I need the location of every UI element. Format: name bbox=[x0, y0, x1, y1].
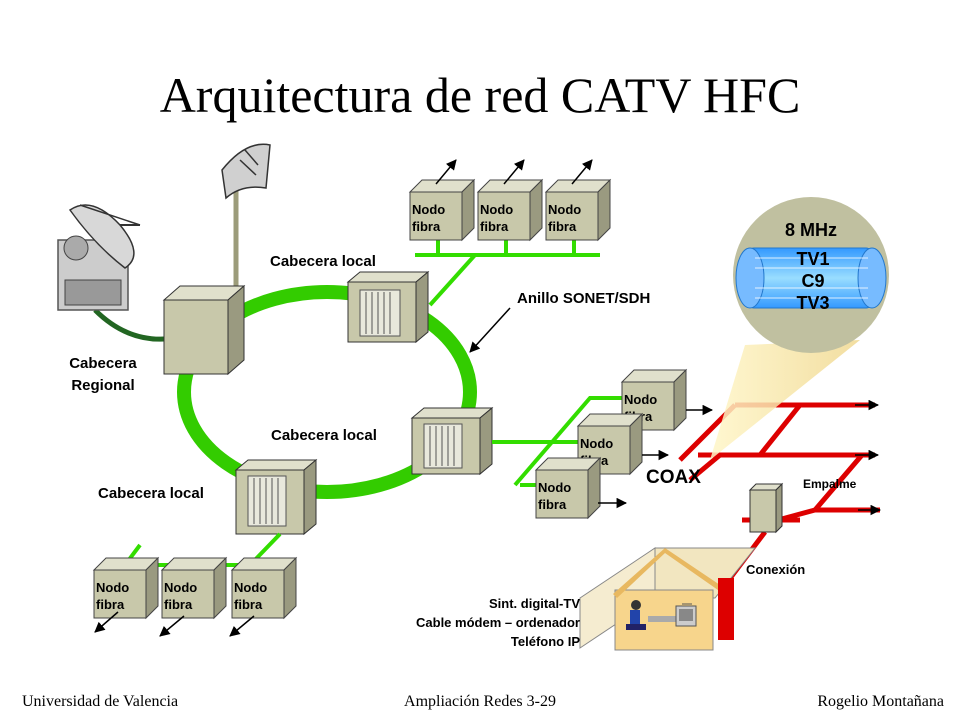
fiber-node-label-line2: fibra bbox=[548, 219, 577, 234]
coax-label: COAX bbox=[646, 467, 701, 488]
fiber-node-2: Nodo fibra bbox=[476, 178, 544, 242]
fiber-node-label-line2: fibra bbox=[412, 219, 441, 234]
frequency-label: 8 MHz bbox=[785, 220, 837, 240]
regional-label-line2: Regional bbox=[71, 377, 134, 394]
connection-label: Conexión bbox=[746, 562, 805, 577]
local-headend-bottom bbox=[234, 458, 318, 536]
fiber-node-6: Nodo fibra bbox=[534, 456, 602, 520]
fiber-node-label-line2: fibra bbox=[480, 219, 509, 234]
microwave-antenna-icon bbox=[221, 143, 271, 300]
frequency-bubble bbox=[710, 197, 889, 460]
local-headend-middle bbox=[410, 406, 494, 476]
local-label-top: Cabecera local bbox=[270, 253, 376, 270]
fiber-nodes: NodofibraNodofibraNodofibraNodofibraNodo… bbox=[92, 178, 688, 620]
footer-left: Universidad de Valencia bbox=[22, 693, 178, 710]
fiber-node-label-line1: Nodo bbox=[624, 392, 657, 407]
fiber-node-label-line2: fibra bbox=[96, 597, 125, 612]
page-title: Arquitectura de red CATV HFC bbox=[160, 67, 801, 123]
footer-center: Ampliación Redes 3-29 bbox=[404, 693, 556, 710]
fiber-node-label-line2: fibra bbox=[164, 597, 193, 612]
fiber-node-label-line1: Nodo bbox=[548, 202, 581, 217]
diagram-labels: Cabecera Regional Cabecera local Cabecer… bbox=[69, 220, 856, 649]
fiber-node-1: Nodo fibra bbox=[408, 178, 476, 242]
channel-3: TV3 bbox=[796, 293, 829, 313]
service-3: Teléfono IP bbox=[511, 634, 580, 649]
channel-1: TV1 bbox=[796, 249, 829, 269]
splice-box bbox=[748, 482, 784, 534]
fiber-node-7: Nodo fibra bbox=[92, 556, 160, 620]
fiber-node-label-line1: Nodo bbox=[412, 202, 445, 217]
regional-headend-box bbox=[162, 284, 246, 376]
fiber-node-label-line2: fibra bbox=[538, 497, 567, 512]
fiber-node-label-line2: fibra bbox=[234, 597, 263, 612]
channel-2: C9 bbox=[801, 271, 824, 291]
node-arrows bbox=[94, 159, 714, 637]
ring-label: Anillo SONET/SDH bbox=[517, 290, 650, 307]
fiber-node-label-line1: Nodo bbox=[480, 202, 513, 217]
footer-right: Rogelio Montañana bbox=[817, 693, 944, 710]
fiber-node-label-line1: Nodo bbox=[580, 436, 613, 451]
fiber-node-3: Nodo fibra bbox=[544, 178, 612, 242]
fiber-node-label-line1: Nodo bbox=[164, 580, 197, 595]
fiber-node-label-line1: Nodo bbox=[96, 580, 129, 595]
service-1: Sint. digital-TV bbox=[489, 596, 580, 611]
coax-arrows bbox=[855, 399, 882, 516]
house-icon bbox=[579, 547, 757, 651]
local-headend-top bbox=[346, 270, 430, 344]
regional-label-line1: Cabecera bbox=[69, 355, 137, 372]
fiber-node-label-line1: Nodo bbox=[234, 580, 267, 595]
fiber-node-label-line1: Nodo bbox=[538, 480, 571, 495]
satellite-dish-icon bbox=[57, 204, 176, 342]
local-label-bottom: Cabecera local bbox=[98, 485, 204, 502]
service-2: Cable módem – ordenador bbox=[416, 615, 580, 630]
fiber-node-8: Nodo fibra bbox=[160, 556, 228, 620]
splice-label: Empalme bbox=[803, 477, 857, 491]
fiber-node-9: Nodo fibra bbox=[230, 556, 298, 620]
local-label-middle: Cabecera local bbox=[271, 427, 377, 444]
sonet-ring bbox=[177, 285, 477, 499]
